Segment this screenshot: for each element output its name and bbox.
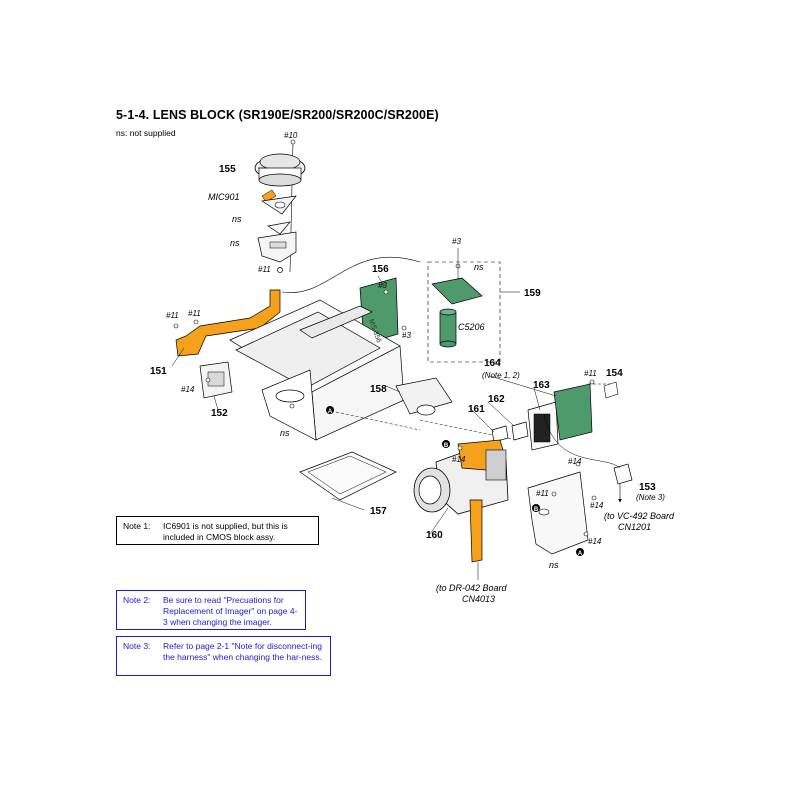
harness-153 [543,413,621,469]
label-ns-bracket: ns [230,238,240,248]
part-154 [603,381,619,399]
label-159: 159 [524,288,541,299]
note-2-tag: Note 2: [123,595,151,605]
screw-label-11-bracket: #11 [536,489,549,498]
part-159-board [431,277,483,305]
right-bracket [527,471,589,555]
label-ns-159: ns [474,262,484,272]
note-1-text: IC6901 is not supplied, but this is incl… [163,521,288,542]
label-158: 158 [370,384,387,395]
part-153-connector [613,463,633,485]
c5206-capacitor [439,308,457,348]
label-157: 157 [370,506,387,517]
label-ns-frame: ns [280,428,290,438]
screw-label-3-top: #3 [452,237,461,246]
label-152: 152 [211,408,228,419]
part-160-lens-assy [413,439,509,515]
part-155-mic-holder [254,153,306,187]
part-162 [511,421,529,441]
harness-wire [281,256,421,294]
screw-label-3-left: #3 [378,281,387,290]
label-162: 162 [488,394,505,405]
label-c5206: C5206 [458,322,485,332]
note-3-tag: Note 3: [123,641,151,651]
label-164: 164 [484,358,501,369]
screw-label-10: #10 [284,131,298,140]
part-151-flex [175,289,281,357]
screws [173,139,597,537]
screw-label-11-top: #11 [258,265,271,274]
label-dr042-a: (to DR-042 Board [436,583,508,593]
screw-label-11-b: #11 [188,309,201,318]
label-155: 155 [219,164,236,175]
part-158-holder [395,377,453,416]
label-note12: (Note 1, 2) [482,371,520,380]
note-3-box: Note 3: Refer to page 2-1 "Note for disc… [116,636,331,676]
flex-to-dr042 [469,499,483,563]
part-152-bracket [199,361,233,399]
ref-marker-a: A [326,406,334,415]
label-160: 160 [426,530,443,541]
label-163: 163 [533,380,550,391]
svg-text:A: A [328,409,333,415]
screw-label-14-lens: #14 [452,455,466,464]
svg-text:A: A [578,551,583,557]
part-161 [491,425,509,443]
label-vc492-a: (to VC-492 Board [604,511,675,521]
note-2-text: Be sure to read "Precuations for Replace… [163,595,298,627]
label-161: 161 [468,404,485,415]
mic901-flex [261,189,277,203]
note-1-box: Note 1: IC6901 is not supplied, but this… [116,516,319,545]
label-153: 153 [639,482,656,493]
label-ns-bracket-right: ns [549,560,559,570]
screw-label-14-c: #14 [588,537,602,546]
ns-legend: ns: not supplied [116,128,176,138]
label-vc492-b: CN1201 [618,522,651,532]
note-1-tag: Note 1: [123,521,151,531]
screw-label-14-left: #14 [181,385,195,394]
screw-label-3-right: #3 [402,331,411,340]
part-159-group-box [427,261,501,363]
label-ns-cushion: ns [232,214,242,224]
label-151: 151 [150,366,167,377]
svg-text:B: B [444,443,449,449]
screw-label-14-a: #14 [568,457,582,466]
ref-marker-a2: A [576,548,584,557]
leader-lines [171,167,557,535]
label-note3: (Note 3) [636,493,665,502]
ns-cushion [267,221,291,235]
svg-text:B: B [534,507,539,513]
label-154: 154 [606,368,623,379]
ref-marker-b2: B [532,504,540,513]
screw-label-11-a: #11 [166,311,179,320]
ref-marker-b: B [442,440,450,449]
note-2-box: Note 2: Be sure to read "Precuations for… [116,590,306,630]
part-164-imager-board [553,383,593,441]
label-dr042-b: CN4013 [462,594,495,604]
screw-label-11-right: #11 [584,369,597,378]
main-frame [229,299,405,441]
part-157-plate [299,451,397,501]
page-title: 5-1-4. LENS BLOCK (SR190E/SR200/SR200C/S… [116,108,439,122]
label-mic901: MIC901 [208,192,240,202]
screw-label-14-b: #14 [590,501,604,510]
note-3-text: Refer to page 2-1 "Note for disconnect-i… [163,641,322,662]
label-156: 156 [372,264,389,275]
